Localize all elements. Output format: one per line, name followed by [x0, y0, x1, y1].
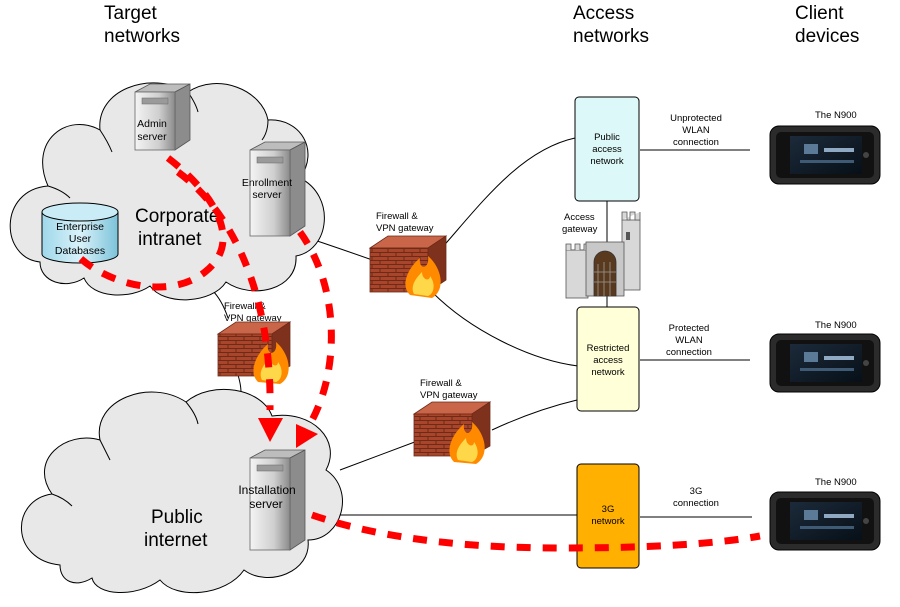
header-access-line2: networks	[573, 26, 649, 47]
3g-connection-line2: connection	[673, 498, 719, 509]
installation-server-line1: Installation	[238, 483, 295, 497]
3g-network-box: 3G network	[576, 463, 640, 569]
header-target-line1: Target	[104, 3, 158, 24]
red-arrowheads	[258, 418, 318, 448]
header-client-line1: Client	[795, 3, 844, 24]
device-2-label: The N900	[815, 320, 857, 331]
database-line2: User	[69, 233, 92, 245]
red-dashed-flows	[77, 155, 761, 552]
phone-icon	[769, 491, 881, 551]
firewall-bottom-label-line2: VPN gateway	[420, 390, 478, 401]
enrollment-server-line2: server	[252, 189, 282, 201]
castle-icon	[565, 211, 641, 299]
firewall-middle-label-line2: VPN gateway	[224, 313, 282, 324]
unprotected-wlan-line3: connection	[673, 137, 719, 148]
header-target-line2: networks	[104, 26, 180, 47]
firewall-top-flame-icon	[405, 256, 441, 298]
access-gateway-label-line1: Access	[564, 212, 595, 223]
firewall-bottom-flame-icon	[449, 422, 485, 464]
access-gateway: Access gateway	[562, 211, 641, 299]
corporate-cloud-line2: intranet	[138, 229, 202, 250]
enrollment-server: Enrollment server	[242, 141, 306, 237]
protected-wlan-label: Protected WLAN connection	[666, 323, 712, 358]
client-device-2: The N900	[769, 320, 881, 393]
arrowhead-installation-right	[296, 424, 318, 448]
3g-connection-line1: 3G	[690, 486, 703, 497]
3g-network-line1: 3G	[602, 504, 615, 515]
client-device-3: The N900	[769, 477, 881, 551]
admin-server: Admin server	[134, 83, 191, 151]
flow-admin-to-database	[77, 155, 227, 291]
device-3-label: The N900	[815, 477, 857, 488]
public-access-line3: network	[590, 156, 624, 167]
restricted-access-line2: access	[593, 355, 623, 366]
access-gateway-label-line2: gateway	[562, 224, 598, 235]
device-1-label: The N900	[815, 110, 857, 121]
header-access-line1: Access	[573, 3, 634, 24]
header-access-networks: Access networks	[573, 3, 649, 47]
protected-wlan-line3: connection	[666, 347, 712, 358]
flow-installation-to-3g-device	[310, 511, 761, 552]
connection-lines	[211, 137, 752, 518]
database-cylinder	[41, 212, 119, 264]
corporate-cloud-line1: Corporate	[135, 206, 220, 227]
admin-server-line2: server	[137, 131, 167, 143]
protected-wlan-line1: Protected	[669, 323, 710, 334]
installation-server: Installation server	[238, 449, 306, 551]
flow-admin-to-installation	[175, 169, 274, 411]
database-cylinder-top	[41, 202, 119, 222]
public-cloud-line2: internet	[144, 530, 208, 551]
unprotected-wlan-line1: Unprotected	[670, 113, 722, 124]
line-firewall-bottom-restricted	[491, 399, 578, 431]
3g-network-line2: network	[591, 516, 625, 527]
enrollment-server-line1: Enrollment	[242, 177, 292, 189]
enterprise-database: Enterprise User Databases	[41, 202, 119, 264]
firewall-middle: Firewall & VPN gateway	[216, 301, 292, 384]
installation-server-line2: server	[249, 497, 282, 511]
unprotected-wlan-label: Unprotected WLAN connection	[670, 113, 722, 148]
firewall-middle-label-line1: Firewall &	[224, 301, 266, 312]
public-access-network-box: Public access network	[574, 96, 640, 202]
client-device-1: The N900	[769, 110, 881, 185]
protected-wlan-line2: WLAN	[675, 335, 703, 346]
database-line1: Enterprise	[56, 221, 104, 233]
firewall-bottom-label-line1: Firewall &	[420, 378, 462, 389]
restricted-access-line1: Restricted	[587, 343, 630, 354]
line-firewall-top-restricted-access	[431, 291, 579, 367]
line-firewall-top-public-access	[439, 137, 576, 251]
flow-enrollment-to-installation	[297, 229, 335, 434]
line-installation-firewall-bottom	[339, 439, 421, 471]
arrowhead-installation-left	[258, 418, 283, 442]
restricted-access-line3: network	[591, 367, 625, 378]
firewall-top: Firewall & VPN gateway	[368, 211, 448, 298]
phone-icon	[769, 125, 881, 185]
firewall-bottom: Firewall & VPN gateway	[412, 378, 492, 464]
3g-connection-label: 3G connection	[673, 486, 719, 509]
restricted-access-network-box: Restricted access network	[576, 306, 640, 412]
public-access-line1: Public	[594, 132, 620, 143]
public-cloud-line1: Public	[151, 507, 203, 528]
header-client-devices: Client devices	[795, 3, 859, 47]
database-line3: Databases	[55, 245, 105, 257]
firewall-top-label-line1: Firewall &	[376, 211, 418, 222]
admin-server-line1: Admin	[137, 118, 167, 130]
unprotected-wlan-line2: WLAN	[682, 125, 710, 136]
header-client-line2: devices	[795, 26, 859, 47]
phone-icon	[769, 333, 881, 393]
public-access-line2: access	[592, 144, 622, 155]
header-target-networks: Target networks	[104, 3, 180, 47]
firewall-top-label-line2: VPN gateway	[376, 223, 434, 234]
